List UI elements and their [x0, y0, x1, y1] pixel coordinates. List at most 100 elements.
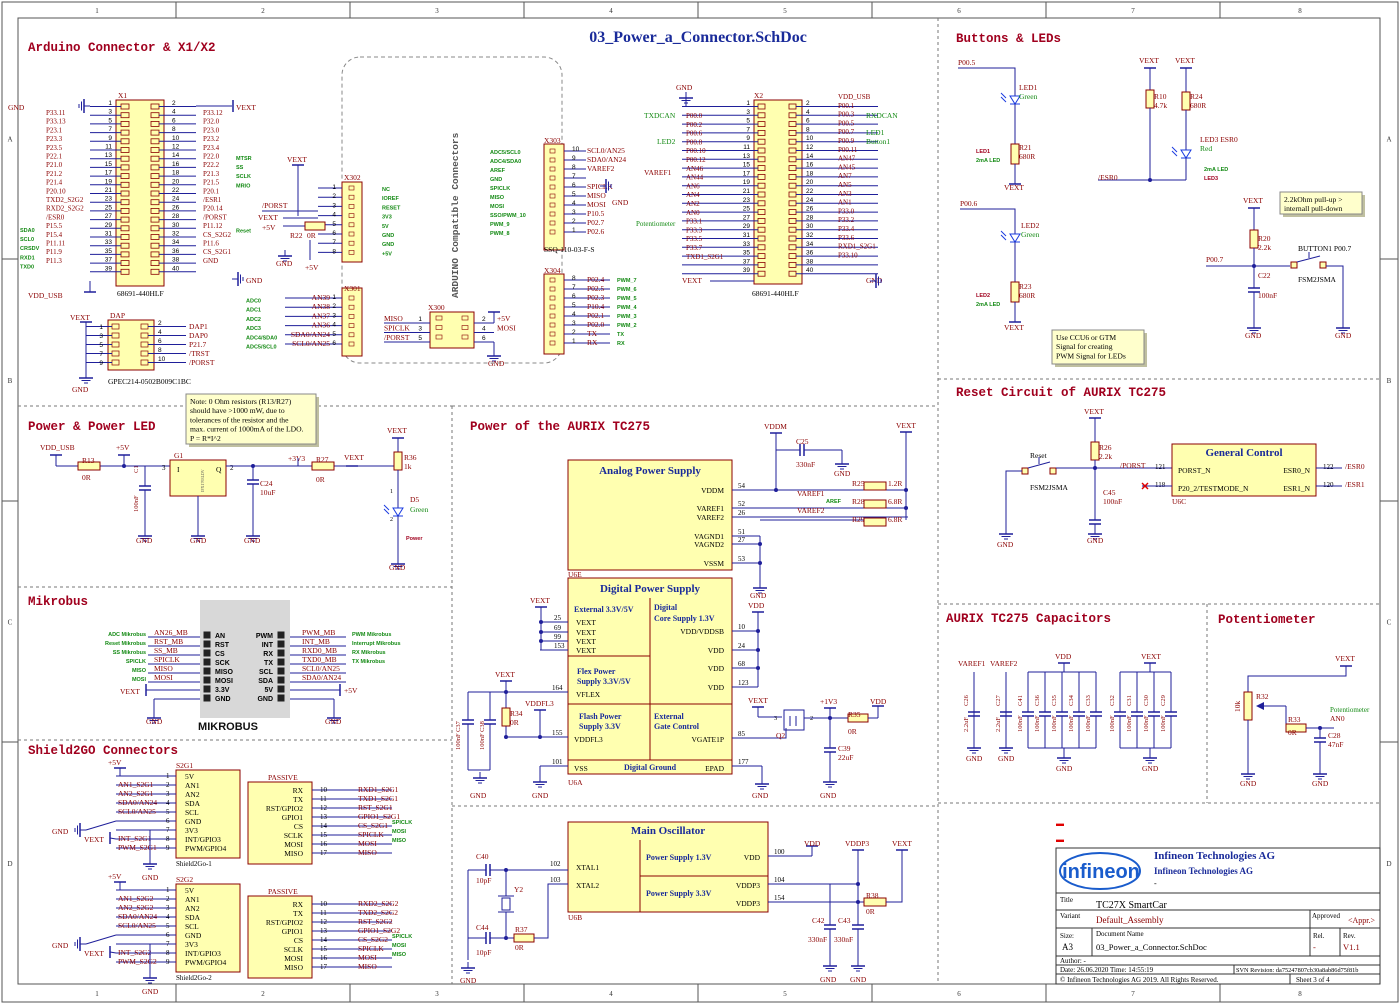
- pin-number: 11: [743, 144, 750, 151]
- net-label: SCL0/AN25: [302, 664, 340, 673]
- net-label: MOSI: [358, 953, 377, 962]
- power-label: VEXT: [287, 155, 307, 164]
- pin-label: GND: [490, 177, 502, 183]
- pin-number: 4: [332, 212, 336, 219]
- net-label: MISO: [587, 191, 606, 200]
- x300-ref: X300: [428, 303, 445, 312]
- junction: [756, 666, 760, 670]
- pin-number: 4: [482, 326, 486, 333]
- net-label: P02.1: [587, 311, 605, 320]
- component-value: 10uF: [260, 488, 275, 497]
- power-label: +5V: [262, 223, 276, 232]
- net-label: SCL0/AN25: [118, 921, 156, 930]
- pin-number: 4: [572, 200, 576, 207]
- component-ref: C38: [479, 721, 486, 732]
- pin-number: 28: [172, 213, 180, 220]
- net-label: MOSI: [154, 673, 173, 682]
- power-label: GND: [72, 385, 89, 394]
- box: [203, 667, 211, 675]
- wire: [109, 951, 117, 954]
- frame-column-label: 4: [609, 990, 613, 998]
- component-value: 10pF: [476, 948, 491, 957]
- power-label: GND: [460, 976, 477, 985]
- net-label: AN38: [312, 302, 331, 311]
- pin-label: +5V: [382, 251, 392, 257]
- pin-label: MISO: [215, 669, 233, 676]
- power-label: GND: [1056, 764, 1073, 773]
- net-label: P23.0: [203, 126, 220, 134]
- net-label: P32.0: [203, 118, 220, 126]
- pin-number: 6: [806, 118, 810, 125]
- pin-number: 22: [172, 187, 180, 194]
- component-ref: R37: [515, 925, 528, 934]
- component-value: FSM2JSMA: [1030, 483, 1069, 492]
- component-ref: R20: [1258, 234, 1271, 243]
- component-value: 6.8R: [888, 497, 902, 506]
- frame-column-label: 2: [261, 7, 265, 15]
- pin-number: 31: [743, 232, 751, 239]
- box: [549, 211, 556, 217]
- box: [549, 184, 556, 190]
- pin-number: 14: [172, 152, 180, 159]
- net-label: AN2_S2G2: [118, 903, 154, 912]
- section-title: Potentiometer: [1218, 613, 1316, 627]
- note-text: Signal for creating: [1056, 342, 1113, 351]
- junction: [504, 936, 508, 940]
- junction: [539, 639, 543, 643]
- pin-label: SCL: [185, 922, 199, 931]
- pin-number: 33: [105, 239, 113, 246]
- component-value: 330nF: [808, 935, 827, 944]
- component-value: 1.2R: [888, 479, 902, 488]
- pin-number: 2: [230, 464, 234, 472]
- power-label: GND: [136, 536, 153, 545]
- net-label: AN47: [838, 155, 856, 163]
- pin-label: PORST_N: [1178, 466, 1211, 475]
- wire: [1171, 150, 1178, 157]
- field-value: TC27X SmartCar: [1096, 900, 1167, 911]
- box: [348, 185, 355, 191]
- pin-label: VSSM: [704, 559, 725, 568]
- component-value: 100nF: [133, 495, 140, 512]
- side-label: RXDCAN: [866, 111, 898, 120]
- box: [304, 221, 326, 231]
- component-ref: C43: [838, 916, 851, 925]
- box: [863, 499, 887, 509]
- pin-label: PWM: [256, 633, 273, 640]
- junction: [856, 882, 860, 886]
- frame-row-label: D: [7, 860, 12, 868]
- pin-number: 21: [105, 187, 113, 194]
- box: [501, 707, 511, 727]
- component-value: 100nF: [1143, 715, 1150, 732]
- pin-label: VDD: [708, 646, 725, 655]
- pin-label: SSO/PWM_10: [490, 213, 526, 219]
- box: [549, 229, 556, 235]
- net-label: AN1: [838, 199, 852, 207]
- pin-number: 123: [738, 679, 749, 687]
- net-label: RX: [587, 338, 598, 347]
- net-label: MOSI: [587, 200, 606, 209]
- pin-number: 5: [99, 342, 103, 349]
- pin-label: 5V: [264, 687, 273, 694]
- pin-number: 14: [320, 822, 328, 830]
- pin-number: 1: [99, 324, 103, 331]
- power-label: VDD: [870, 697, 887, 706]
- net-label: P22.0: [203, 153, 220, 161]
- net-label: P00.11: [838, 146, 858, 154]
- net-label: CS_S2G1: [358, 821, 388, 830]
- box: [461, 315, 469, 321]
- section-title: Shield2GO Connectors: [28, 744, 178, 758]
- pin-number: 5: [746, 118, 750, 125]
- power-label: GND: [244, 536, 261, 545]
- net-label: P33.11: [46, 109, 66, 117]
- pin-number: 6: [166, 817, 170, 825]
- pin-number: 2: [332, 193, 336, 200]
- component-ref: C45: [1103, 488, 1116, 497]
- component-ref: R34: [510, 709, 523, 718]
- x2-part: 68691-440HLF: [752, 289, 799, 298]
- box: [549, 193, 556, 199]
- net-label: PWM_S2G1: [118, 843, 157, 852]
- wiper: [1256, 702, 1264, 710]
- net-label: P23.2: [203, 135, 220, 143]
